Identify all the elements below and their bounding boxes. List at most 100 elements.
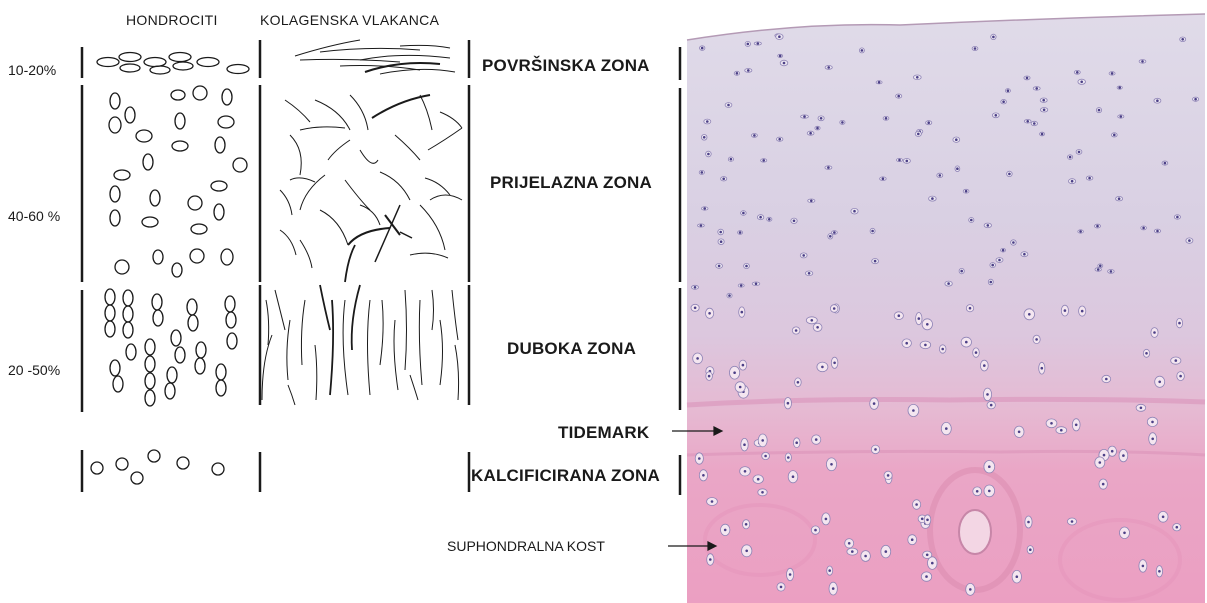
histology-cell-nucleus — [719, 231, 722, 234]
histology-cell-nucleus — [1142, 227, 1145, 230]
histology-cell-nucleus — [727, 104, 730, 107]
histology-cell-nucleus — [757, 478, 760, 481]
histology-cell-nucleus — [1118, 197, 1121, 200]
histology-cell-nucleus — [1075, 424, 1078, 427]
histology-cell-nucleus — [1176, 526, 1179, 529]
histology-cell-nucleus — [898, 159, 901, 162]
percent-superficial: 10-20% — [8, 62, 56, 78]
histology-cell-nucleus — [1111, 72, 1114, 75]
histology-cell-nucleus — [1176, 216, 1179, 219]
histology-cell-nucleus — [998, 259, 1001, 262]
histology-cell-nucleus — [745, 265, 748, 268]
histology-cell-nucleus — [1026, 77, 1029, 80]
histology-cell-nucleus — [787, 456, 790, 459]
histology-cell-nucleus — [809, 132, 812, 135]
histology-cell-nucleus — [1156, 230, 1159, 233]
percent-deep: 20 -50% — [8, 362, 60, 378]
histology-cell-nucleus — [808, 272, 811, 275]
histology-cell-nucleus — [1122, 454, 1125, 457]
histology-cell-nucleus — [698, 457, 701, 460]
histology-cell-nucleus — [1028, 313, 1031, 316]
histology-cell-nucleus — [814, 529, 817, 532]
histology-cell-nucleus — [912, 409, 915, 412]
histology-cell-nucleus — [742, 212, 745, 215]
histology-cell-nucleus — [975, 351, 978, 354]
histology-cell-nucleus — [974, 47, 977, 50]
histology-cell-nucleus — [983, 364, 986, 367]
histology-cell-nucleus — [702, 474, 705, 477]
histology-cell-nucleus — [1060, 429, 1063, 432]
histology-cell-nucleus — [1041, 367, 1044, 370]
histology-cell-nucleus — [1043, 109, 1046, 112]
histology-cell-nucleus — [956, 167, 959, 170]
histology-cell-nucleus — [1105, 378, 1108, 381]
histology-cell-nucleus — [1018, 431, 1021, 434]
histology-cell-nucleus — [1026, 120, 1029, 123]
histology-cell-nucleus — [739, 386, 742, 389]
histology-cell-nucleus — [759, 216, 762, 219]
histology-cell-nucleus — [931, 562, 934, 565]
histology-cell-nucleus — [761, 491, 764, 494]
histology-cell-nucleus — [1188, 239, 1191, 242]
collagen-transitional — [280, 95, 462, 282]
histology-cell-nucleus — [926, 554, 929, 557]
histology-cell-nucleus — [1179, 375, 1182, 378]
histology-cell-nucleus — [1153, 331, 1156, 334]
histology-cell-nucleus — [711, 500, 714, 503]
histology-cell-nucleus — [906, 160, 909, 163]
histology-cell-nucleus — [926, 323, 929, 326]
histology-cell-nucleus — [694, 286, 697, 289]
header-chondrocytes: HONDROCITI — [126, 12, 218, 28]
histology-cell-nucleus — [882, 177, 885, 180]
histology-cell-nucleus — [1078, 151, 1081, 154]
histology-cell-nucleus — [992, 36, 995, 39]
histology-cell-nucleus — [779, 55, 782, 58]
histology-cell-nucleus — [991, 264, 994, 267]
histology-cell-nucleus — [885, 117, 888, 120]
histology-cell-nucleus — [825, 518, 828, 521]
chondrocytes-calcified — [91, 450, 224, 484]
histology-cell-nucleus — [733, 371, 736, 374]
histology-cell-nucleus — [747, 69, 750, 72]
histology-cell-nucleus — [990, 281, 993, 284]
histology-cell-nucleus — [1088, 177, 1091, 180]
histology-cell-nucleus — [1123, 532, 1126, 535]
histology-cell-nucleus — [722, 178, 725, 181]
histology-cell-nucleus — [708, 312, 711, 315]
histology-cell-nucleus — [1033, 122, 1036, 125]
histology-cell-nucleus — [990, 404, 993, 407]
histology-cell-nucleus — [816, 326, 819, 329]
histology-cell-nucleus — [820, 117, 823, 120]
histology-cell-nucleus — [1151, 438, 1154, 441]
histology-cell-nucleus — [1064, 309, 1067, 312]
histology-cell-nucleus — [778, 35, 781, 38]
chondrocytes-deep — [105, 289, 237, 406]
histology-cell-nucleus — [1142, 565, 1145, 568]
histology-cell-nucleus — [1071, 180, 1074, 183]
histology-cell-nucleus — [969, 588, 972, 591]
histology-cell-nucleus — [1111, 450, 1114, 453]
histology-cell-nucleus — [828, 569, 831, 572]
histology-cell-nucleus — [1096, 225, 1099, 228]
histology-cell-nucleus — [1162, 516, 1165, 519]
histology-cell-nucleus — [708, 375, 711, 378]
histology-cell-nucleus — [830, 463, 833, 466]
histology-cell-nucleus — [821, 366, 824, 369]
histology-cell-nucleus — [747, 43, 750, 46]
label-subchondral-bone: SUPHONDRALNA KOST — [447, 538, 605, 554]
histology-cell-nucleus — [897, 95, 900, 98]
histology-cell-nucleus — [730, 158, 733, 161]
histology-cell-nucleus — [874, 448, 877, 451]
histology-cell-nucleus — [924, 344, 927, 347]
histology-cell-nucleus — [873, 402, 876, 405]
histology-cell-nucleus — [1035, 338, 1038, 341]
histology-cell-nucleus — [815, 438, 818, 441]
histology-cell-nucleus — [1079, 230, 1082, 233]
histology-cell-nucleus — [976, 490, 979, 493]
histology-cell-nucleus — [720, 240, 723, 243]
histology-cell-nucleus — [701, 47, 704, 50]
histology-cell-nucleus — [898, 314, 901, 317]
histology-cell-nucleus — [787, 402, 790, 405]
histology-cell-nucleus — [768, 218, 771, 221]
histology-cell-nucleus — [960, 270, 963, 273]
